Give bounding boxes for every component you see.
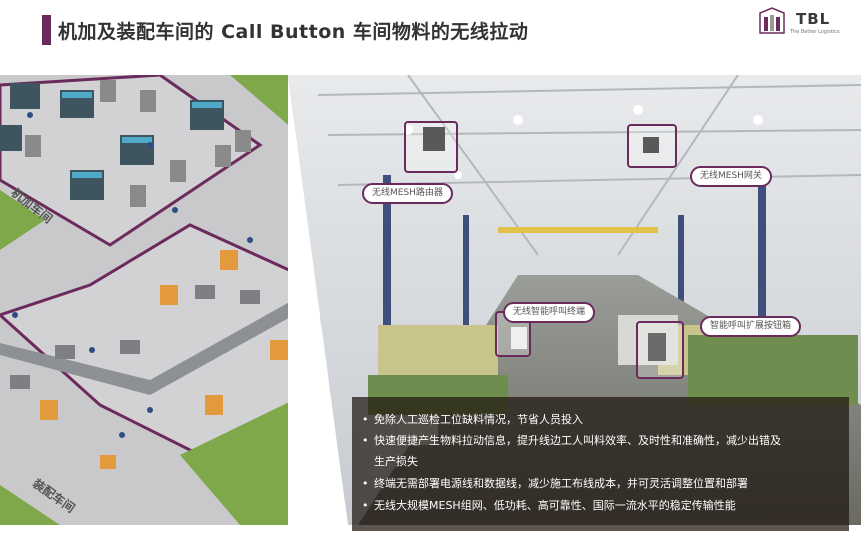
- call-box-device: [636, 321, 684, 379]
- feature-bullet-3: 终端无需部署电源线和数据线，减少施工布线成本，并可灵活调整位置和部署: [362, 477, 748, 491]
- company-logo: TBL The Better Logistics: [758, 7, 848, 39]
- feature-bullet-2-cont: 生产损失: [374, 455, 418, 468]
- title-accent-bar: [42, 15, 51, 45]
- call-box-callout: 智能呼叫扩展按钮箱: [700, 316, 802, 337]
- feature-list-panel: 免除人工巡检工位缺料情况，节省人员投入 快速便捷产生物料拉动信息，提升线边工人叫…: [352, 397, 849, 531]
- mesh-gateway-callout: 无线MESH网关: [690, 166, 772, 187]
- feature-bullet-4: 无线大规模MESH组网、低功耗、高可靠性、国际一流水平的稳定传输性能: [362, 499, 736, 513]
- call-terminal-callout: 无线智能呼叫终端: [503, 302, 596, 323]
- feature-bullet-1: 免除人工巡检工位缺料情况，节省人员投入: [362, 413, 583, 427]
- tbl-logo-icon: [759, 7, 785, 34]
- mesh-router-callout: 无线MESH路由器: [362, 183, 453, 204]
- logo-text: TBL: [796, 10, 831, 28]
- feature-bullet-2: 快速便捷产生物料拉动信息，提升线边工人叫料效率、及时性和准确性，减少出错及: [362, 434, 781, 448]
- logo-subtitle: The Better Logistics: [790, 29, 840, 35]
- mesh-router-device: [404, 121, 458, 173]
- mesh-gateway-device: [627, 124, 677, 168]
- page-title: 机加及装配车间的 Call Button 车间物料的无线拉动: [58, 21, 529, 43]
